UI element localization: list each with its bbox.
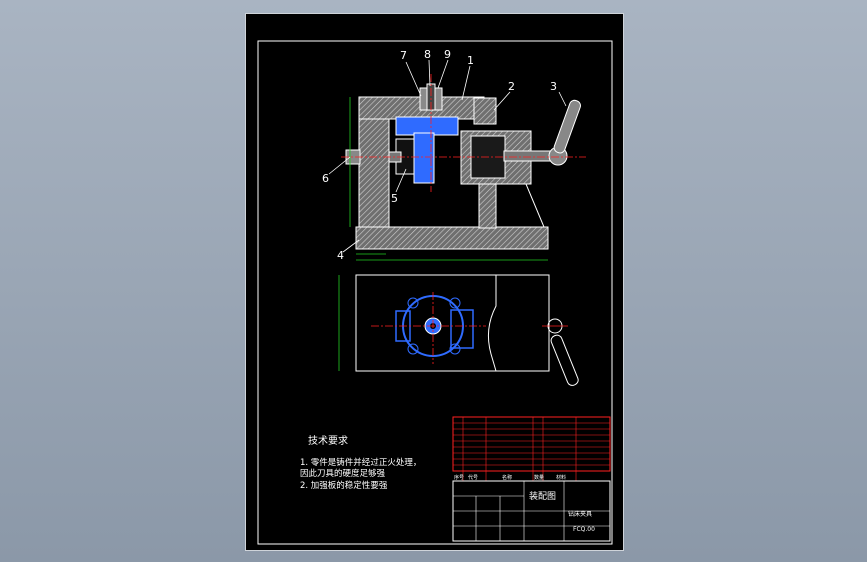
parts-table-grid xyxy=(453,417,610,481)
part-label-6: 6 xyxy=(322,172,329,185)
drawing-number: FCQ.00 xyxy=(573,526,595,533)
tech-line-2: 因此刀具的硬度足够强 xyxy=(300,468,386,479)
parts-header-row: 序号 代号 名称 数量 材料 xyxy=(454,474,566,481)
parts-table xyxy=(452,416,611,472)
technical-requirements: 技术要求 1. 零件是铸件并经过正火处理， 因此刀具的硬度足够强 2. 加强板的… xyxy=(300,434,421,491)
bolt-hole-1 xyxy=(407,297,419,309)
header-name: 名称 xyxy=(502,474,512,481)
bolt-hole-3 xyxy=(449,297,461,309)
drawing-name: 装配图 xyxy=(529,490,556,502)
front-view: 7 8 9 1 2 3 6 5 4 xyxy=(322,48,586,262)
fixture-name: 钻床夹具 xyxy=(568,510,592,518)
rib xyxy=(495,183,545,228)
tech-line-1: 1. 零件是铸件并经过正火处理， xyxy=(300,457,421,468)
header-no: 序号 xyxy=(454,474,464,481)
base-plate xyxy=(355,226,549,250)
part-label-5: 5 xyxy=(391,192,398,205)
drawing-sheet: 7 8 9 1 2 3 6 5 4 技术要求 1. 零件是铸件并经过正火处理， … xyxy=(245,13,624,551)
bolt-hole-2 xyxy=(407,343,419,355)
part-label-3: 3 xyxy=(550,80,557,93)
parts-list: 序号 代号 名称 数量 材料 xyxy=(452,416,611,482)
part-label-1: 1 xyxy=(467,54,474,67)
tech-line-3: 2. 加强板的稳定性要强 xyxy=(300,480,388,491)
part-label-8: 8 xyxy=(424,48,431,61)
inner-frame xyxy=(257,40,613,545)
title-block-grid xyxy=(453,481,610,541)
support-block xyxy=(473,97,497,125)
post xyxy=(478,183,497,229)
break-line xyxy=(487,275,497,372)
part-label-2: 2 xyxy=(508,80,515,93)
leader-lines xyxy=(328,59,567,253)
tech-title: 技术要求 xyxy=(308,434,348,447)
header-code: 代号 xyxy=(468,474,478,481)
top-view xyxy=(338,274,579,386)
handle-lever xyxy=(553,99,581,154)
part-label-4: 4 xyxy=(337,249,344,262)
handle-lever-top xyxy=(550,334,579,386)
workpiece-lug-right xyxy=(450,309,474,349)
part-label-9: 9 xyxy=(444,48,451,61)
title-block: 装配图 钻床夹具 FCQ.00 xyxy=(452,480,611,542)
header-material: 材料 xyxy=(556,474,566,481)
header-qty: 数量 xyxy=(534,474,544,481)
assembly-drawing: 7 8 9 1 2 3 6 5 4 技术要求 1. 零件是铸件并经过正火处理， … xyxy=(257,40,613,545)
workpiece-top xyxy=(395,116,459,136)
top-view-outline xyxy=(355,274,550,372)
bolt-hole-4 xyxy=(449,343,461,355)
part-label-7: 7 xyxy=(400,49,407,62)
